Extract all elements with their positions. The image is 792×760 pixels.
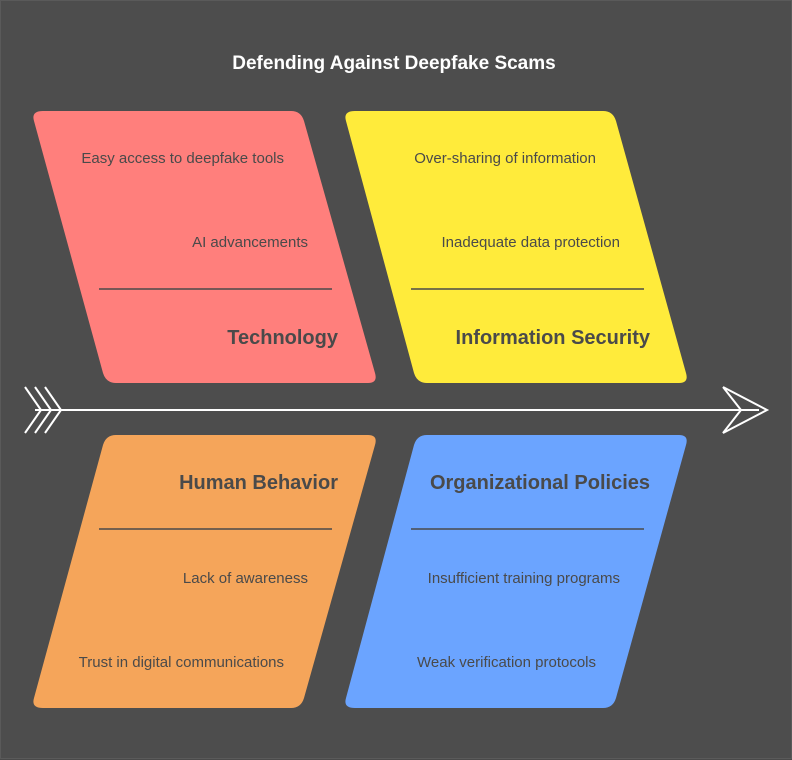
category-label-human-behavior: Human Behavior — [179, 472, 338, 494]
cause-information-security-2: Inadequate data protection — [442, 234, 620, 251]
cause-human-behavior-1: Lack of awareness — [183, 570, 308, 587]
spine-tail-chevron-3 — [44, 386, 63, 434]
cause-human-behavior-2: Trust in digital communications — [79, 654, 284, 671]
category-organizational-policies: Organizational Policies Insufficient tra… — [345, 435, 687, 708]
category-information-security: Over-sharing of information Inadequate d… — [345, 111, 687, 383]
category-box-technology — [33, 111, 376, 383]
category-box-organizational-policies — [345, 435, 687, 708]
category-box-human-behavior — [33, 435, 376, 708]
cause-organizational-policies-2: Weak verification protocols — [417, 654, 596, 671]
diagram-title: Defending Against Deepfake Scams — [232, 53, 555, 74]
cause-technology-1: Easy access to deepfake tools — [81, 150, 284, 167]
category-label-organizational-policies: Organizational Policies — [430, 472, 650, 494]
spine-arrowhead-icon — [722, 386, 770, 434]
category-box-information-security — [345, 111, 687, 383]
category-label-technology: Technology — [227, 327, 339, 349]
cause-technology-2: AI advancements — [192, 234, 308, 251]
cause-organizational-policies-1: Insufficient training programs — [428, 570, 620, 587]
category-label-information-security: Information Security — [456, 327, 651, 349]
fishbone-spine — [24, 386, 770, 434]
category-technology: Easy access to deepfake tools AI advance… — [33, 111, 376, 383]
cause-information-security-1: Over-sharing of information — [414, 150, 596, 167]
category-human-behavior: Human Behavior Lack of awareness Trust i… — [33, 435, 376, 708]
spine-tail-chevron-1 — [24, 386, 43, 434]
spine-tail-chevron-2 — [34, 386, 53, 434]
